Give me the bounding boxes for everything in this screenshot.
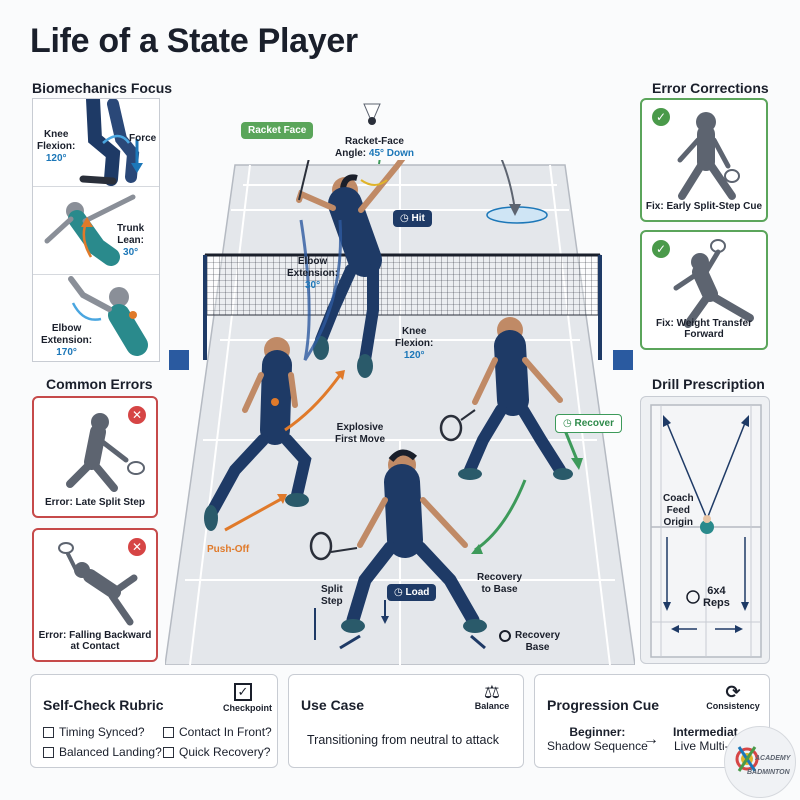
knee-flexion-annotation: Knee Flexion:120°	[395, 326, 434, 361]
hit-tag: ◷ Hit	[393, 210, 432, 227]
knee-flexion-label: Knee Flexion:120°	[37, 129, 76, 164]
fix-caption-1: Fix: Early Split-Step Cue	[645, 201, 763, 212]
check-icon: ✓	[652, 108, 670, 126]
checkpoint-icon: ✓ Checkpoint	[223, 683, 273, 713]
error-card-falling-back: ✕ Error: Falling Backward at Contact	[32, 528, 158, 662]
fix-card-split-step: ✓ Fix: Early Split-Step Cue	[640, 98, 768, 222]
elbow-figure	[68, 276, 148, 356]
checkbox[interactable]	[43, 726, 54, 738]
error-caption-2: Error: Falling Backward at Contact	[38, 630, 152, 652]
error-corrections-heading: Error Corrections	[652, 80, 769, 96]
recovery-to-base-label: Recovery to Base	[477, 572, 523, 595]
rubric-item-1[interactable]: Timing Synced?	[43, 725, 145, 739]
bio-cell-knee: Knee Flexion:120° Force	[33, 92, 159, 187]
checkbox[interactable]	[43, 746, 54, 758]
consistency-icon: ⟳ Consistency	[706, 682, 760, 711]
court-svg	[164, 98, 636, 666]
coach-feed-label: Coach Feed Origin	[663, 493, 694, 528]
logo-text-1: ACADEMY	[755, 755, 791, 762]
self-check-rubric: Self-Check Rubric ✓ Checkpoint Timing Sy…	[30, 674, 278, 768]
elbow-extension-label: Elbow Extension:170°	[41, 323, 93, 358]
progression-heading: Progression Cue	[547, 697, 660, 713]
logo-emblem	[735, 746, 759, 772]
weight-transfer-fix-silhouette	[673, 239, 754, 328]
close-icon: ✕	[128, 538, 146, 556]
logo-text-2: BADMINTON	[747, 769, 790, 776]
shuttlecock-icon	[363, 103, 381, 125]
drill-heading: Drill Prescription	[652, 376, 765, 392]
clock-icon: ◷	[400, 213, 412, 224]
academy-logo: ACADEMY BADMINTON	[724, 726, 796, 798]
reps-label: 6x4 Reps	[703, 585, 730, 609]
biomechanics-panel: Knee Flexion:120° Force Trunk Lean:30° E…	[32, 92, 160, 363]
racket-angle-label: Racket-Face Angle: 45° Down	[335, 136, 415, 159]
drill-panel: Coach Feed Origin 6x4 Reps	[640, 396, 770, 664]
court-diagram: Racket Face Racket-Face Angle: 45° Down …	[164, 98, 636, 666]
intermediate-block: Intermediat Live Multi-S	[673, 725, 738, 753]
balance-icon: ⚖ Balance	[474, 682, 510, 711]
push-off-label: Push-Off	[207, 544, 250, 555]
force-label: Force	[129, 133, 157, 144]
explosive-first-move-label: Explosive First Move	[335, 422, 386, 445]
rubric-item-3[interactable]: Balanced Landing?	[43, 745, 162, 759]
bio-cell-elbow: Elbow Extension:170°	[33, 275, 159, 363]
split-step-fix-silhouette	[677, 112, 740, 200]
falling-back-silhouette	[58, 542, 138, 626]
fix-caption-2: Fix: Weight Transfer Forward	[656, 318, 752, 340]
drill-court-diagram	[650, 404, 762, 658]
error-caption-1: Error: Late Split Step	[44, 497, 145, 508]
beginner-block: Beginner: Shadow Sequence	[547, 725, 648, 753]
clock-icon: ◷	[563, 418, 575, 429]
close-icon: ✕	[128, 406, 146, 424]
common-errors-heading: Common Errors	[46, 376, 153, 392]
rubric-heading: Self-Check Rubric	[43, 697, 164, 713]
use-case-box: Use Case ⚖ Balance Transitioning from ne…	[288, 674, 524, 768]
trunk-lean-label: Trunk Lean:30°	[117, 223, 145, 258]
biomechanics-heading: Biomechanics Focus	[32, 80, 173, 96]
rubric-item-2[interactable]: Contact In Front?	[163, 725, 272, 739]
recover-tag: ◷ Recover	[555, 414, 622, 433]
fix-card-weight-transfer: ✓ Fix: Weight Transfer Forward	[640, 230, 768, 350]
progression-cue-box: Progression Cue ⟳ Consistency Beginner: …	[534, 674, 770, 768]
load-tag: ◷ Load	[387, 584, 437, 601]
checkbox[interactable]	[163, 726, 174, 738]
use-case-heading: Use Case	[301, 697, 365, 713]
trunk-figure	[44, 194, 136, 266]
checkbox[interactable]	[163, 746, 174, 758]
racket-face-tag: Racket Face	[241, 122, 314, 139]
bio-cell-trunk: Trunk Lean:30°	[33, 187, 159, 275]
clock-icon: ◷	[394, 587, 406, 598]
elbow-extension-annotation: Elbow Extension:30°	[287, 256, 339, 291]
arrow-right-icon: →	[643, 731, 659, 748]
recovery-base-label: Recovery Base	[515, 630, 561, 653]
rubric-item-4[interactable]: Quick Recovery?	[163, 745, 270, 759]
late-split-silhouette	[66, 413, 145, 492]
use-case-text: Transitioning from neutral to attack	[307, 733, 499, 747]
split-step-label: Split Step	[321, 584, 343, 607]
check-icon: ✓	[652, 240, 670, 258]
error-card-late-split: ✕ Error: Late Split Step	[32, 396, 158, 518]
page-title: Life of a State Player	[30, 22, 358, 60]
knee-figure	[79, 92, 143, 186]
